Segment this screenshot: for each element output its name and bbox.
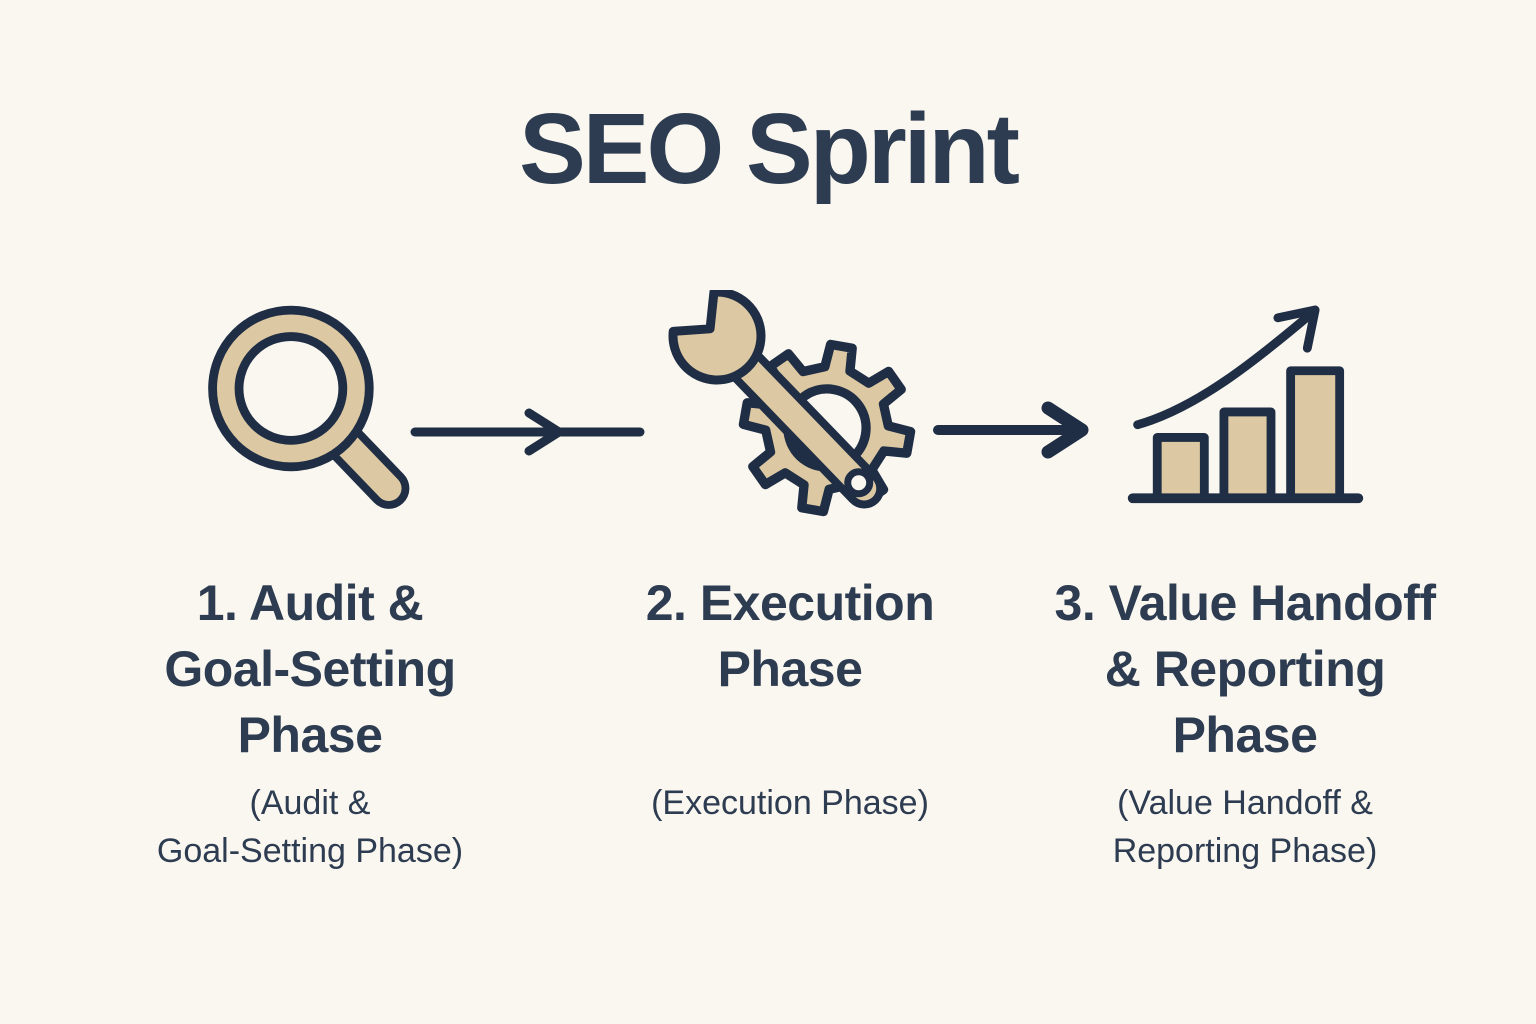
phase-3-value-handoff-reporting: 3. Value Handoff & Reporting Phase (Valu… xyxy=(1000,290,1490,875)
arrow-right-icon xyxy=(933,401,1089,459)
phase-2-heading: 2. Execution Phase xyxy=(645,575,935,697)
magnifier-icon xyxy=(193,290,428,530)
page-title: SEO Sprint xyxy=(519,93,1020,205)
phase-3-subtitle: (Value Handoff & Reporting Phase) xyxy=(1112,784,1378,870)
phase-1-subtitle: (Audit & Goal-Setting Phase) xyxy=(156,784,464,870)
bar-chart-growth-icon xyxy=(1118,290,1373,530)
phase-2-execution: 2. Execution Phase (Execution Phase) xyxy=(595,290,985,828)
phase-2-subtitle: (Execution Phase) xyxy=(651,784,929,822)
phase-3-heading: 3. Value Handoff & Reporting Phase xyxy=(1054,575,1436,763)
arrow-right-icon xyxy=(410,408,645,456)
phase-1-audit-goal-setting: 1. Audit & Goal-Setting Phase (Audit & G… xyxy=(85,290,535,875)
phase-1-heading: 1. Audit & Goal-Setting Phase xyxy=(164,575,456,763)
wrench-gear-icon xyxy=(655,290,925,530)
